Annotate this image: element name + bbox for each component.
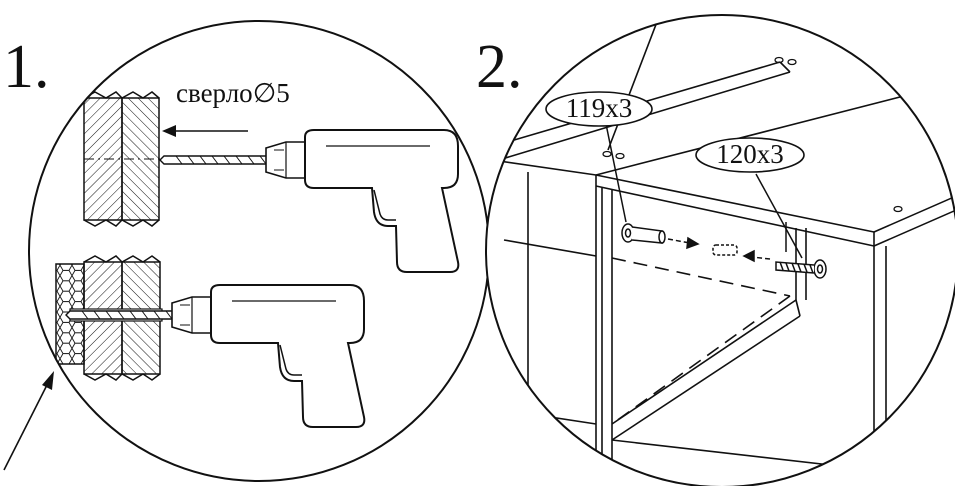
drill-bit-diameter: ∅5 bbox=[252, 78, 290, 108]
part-120-screw bbox=[775, 259, 827, 279]
part-119-pin bbox=[621, 223, 666, 244]
label-leaders bbox=[605, 123, 803, 259]
wall-pointer-arrow bbox=[3, 371, 54, 471]
insertion-arrows bbox=[667, 236, 771, 263]
drill-upper bbox=[159, 129, 460, 273]
part-label-120x3: 120x3 bbox=[716, 139, 784, 169]
part-sleeve bbox=[712, 244, 738, 256]
part-label-119x3: 119x3 bbox=[565, 93, 633, 123]
label-bubble-119 bbox=[545, 91, 653, 127]
step-1-number: 1. bbox=[3, 33, 50, 101]
hardware-assembly bbox=[605, 123, 827, 279]
drill-bit-callout: сверло∅5 bbox=[176, 80, 290, 107]
wall-section-upper bbox=[83, 91, 160, 227]
dowel-holes bbox=[602, 56, 903, 213]
step-2-number: 2. bbox=[476, 33, 523, 101]
cabinet-uprights bbox=[503, 172, 887, 486]
label-bubble-120 bbox=[695, 137, 805, 173]
drill-lower bbox=[65, 284, 366, 428]
drill-bit-label: сверло bbox=[176, 78, 253, 108]
drilling-direction-arrow bbox=[162, 125, 248, 137]
label-bubbles bbox=[545, 91, 805, 173]
